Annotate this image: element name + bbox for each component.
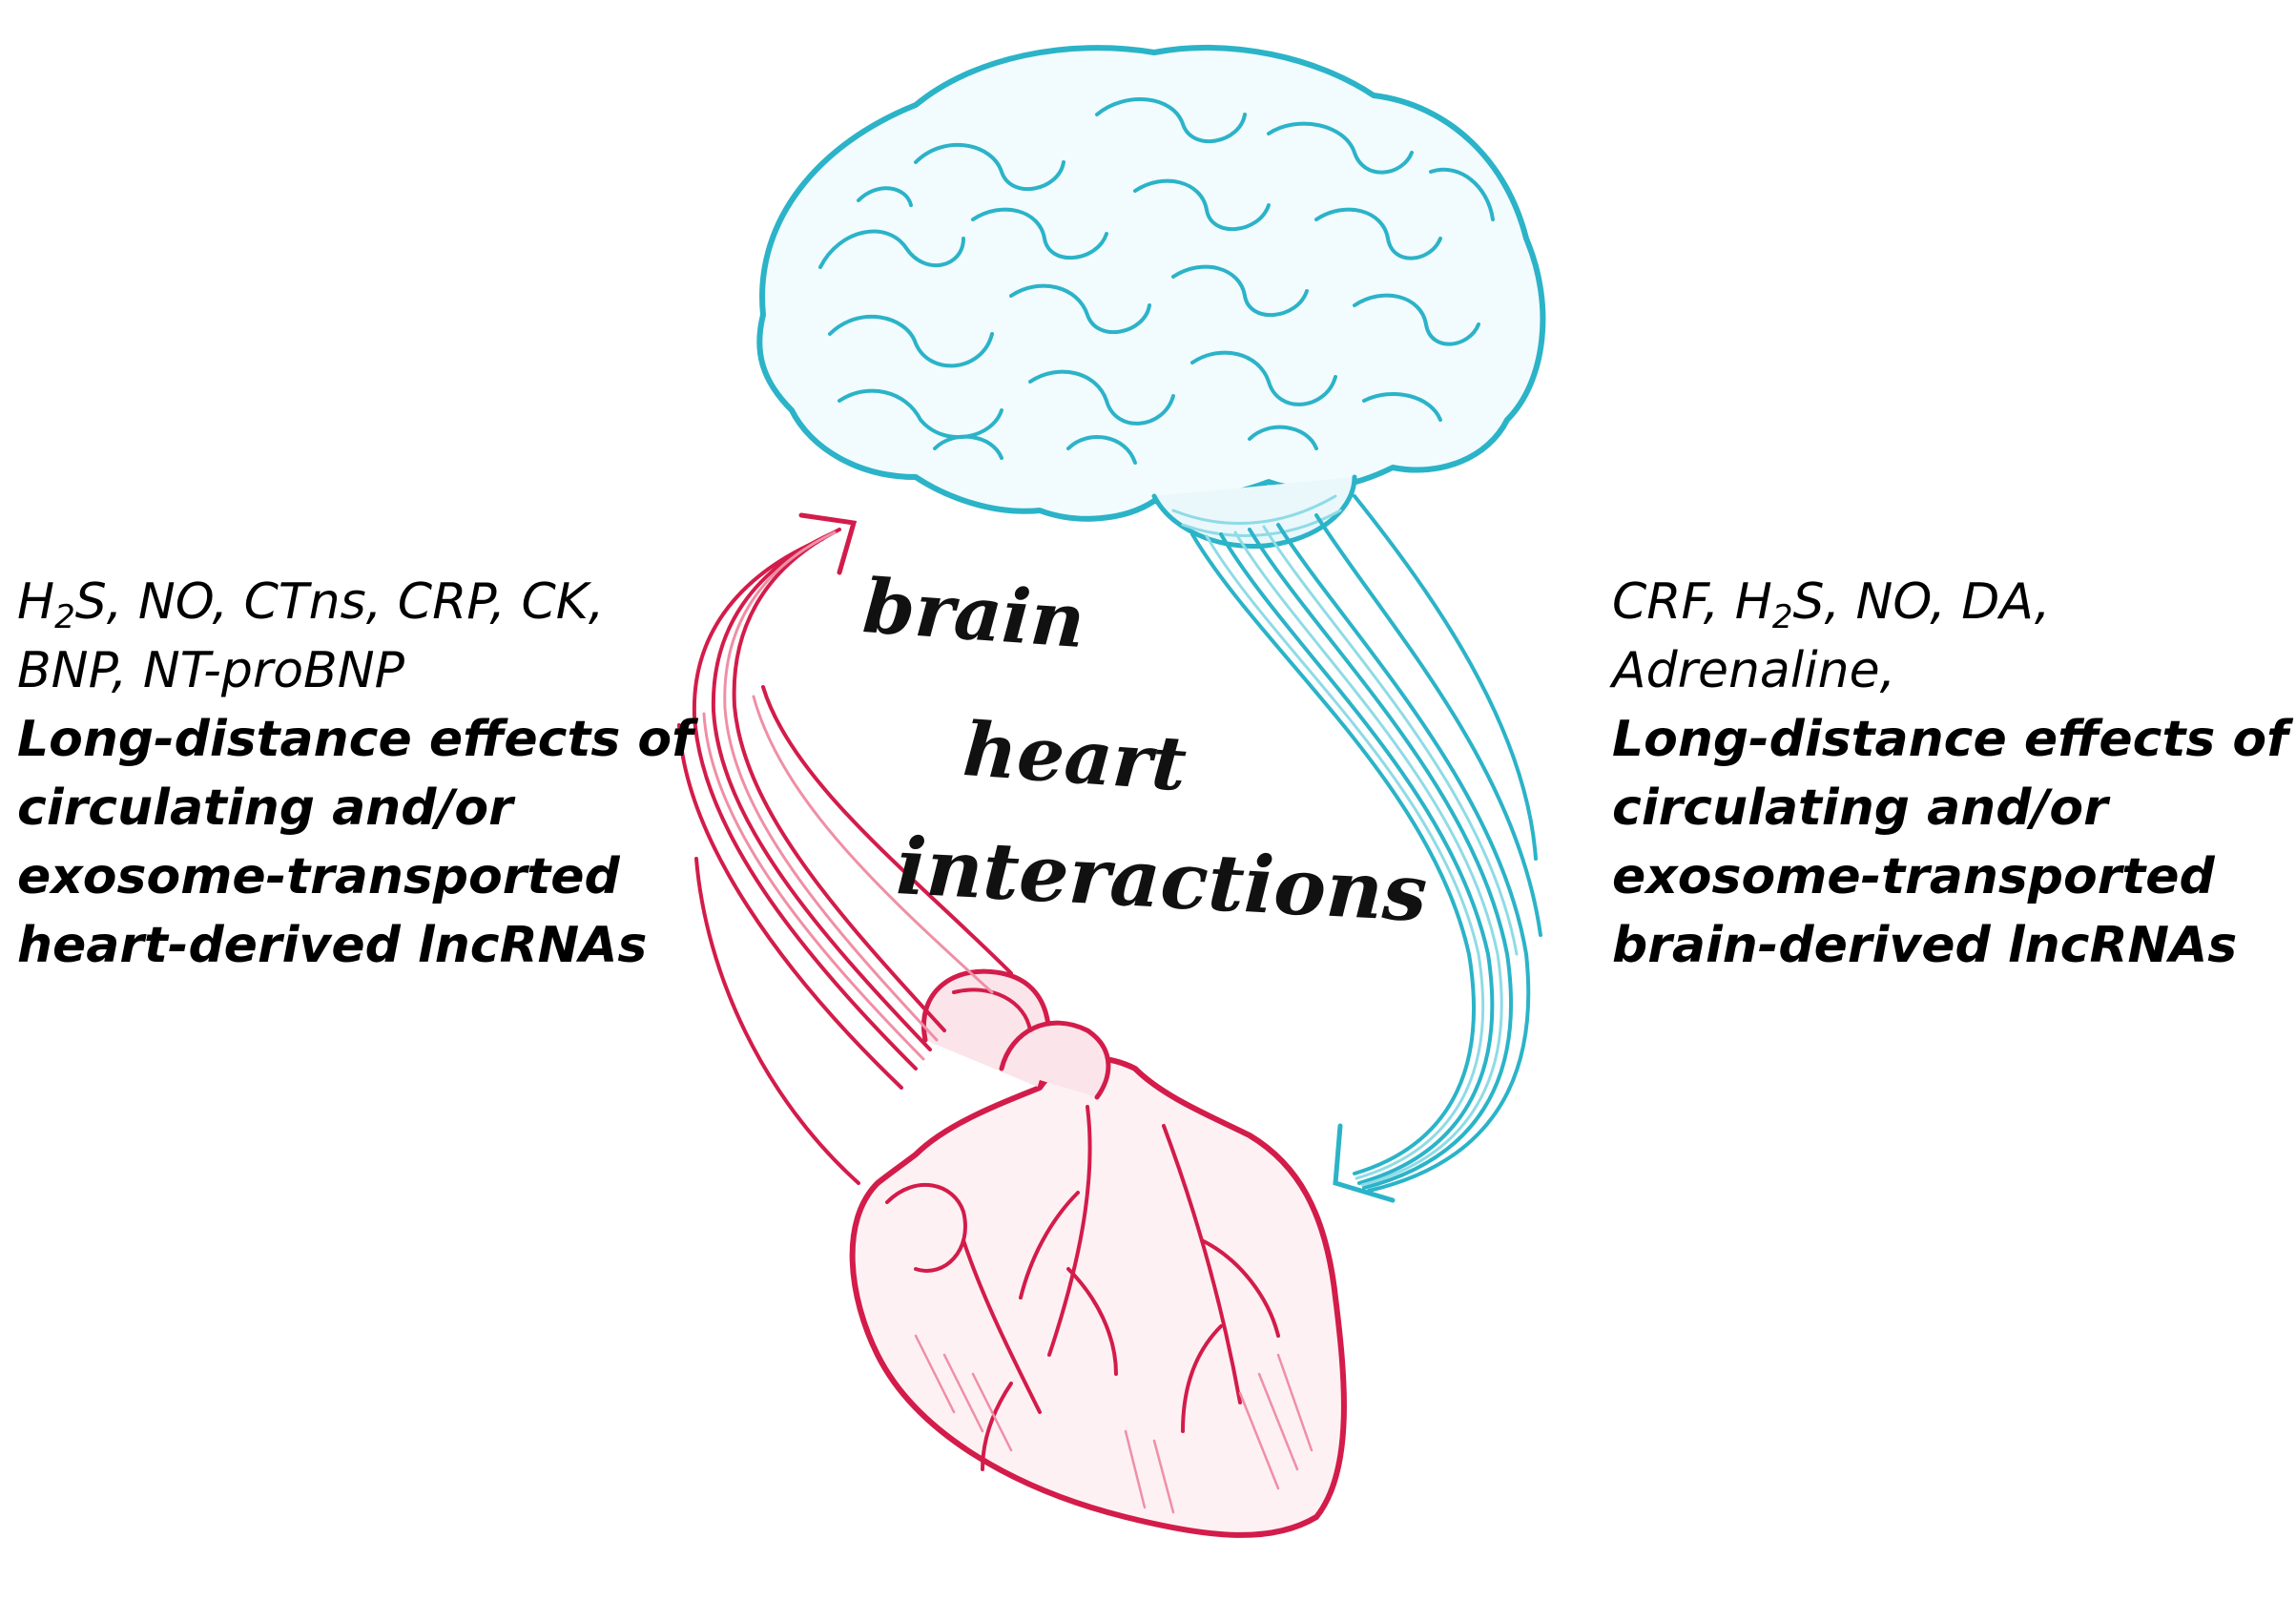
heart-drawing-icon [849,968,1347,1538]
right-effects-line1: Long-distance effects of [1612,711,2288,768]
label-heart: heart [960,706,1189,809]
right-mediators-line1: CRF, H2S, NO, DA, [1612,573,2051,636]
right-effects-line2: circulating and/or [1612,780,2108,837]
label-brain: brain [859,563,1088,666]
left-effects-line3: exosome-transported [17,848,620,905]
brain-drawing-icon [756,45,1546,550]
left-effects-line1: Long-distance effects of [17,711,693,768]
arrow-up-icon [677,512,1013,1185]
left-mediators-line2: BNP, NT-proBNP [17,642,404,699]
left-text-block: H2S, NO, CTns, CRP, CK, BNP, NT-proBNP L… [17,568,693,980]
left-effects-line2: circulating and/or [17,780,513,837]
right-effects-line3: exosome-transported [1612,848,2215,905]
right-text-block: CRF, H2S, NO, DA, Adrenaline, Long-dista… [1612,568,2288,980]
arrow-down-icon [1190,494,1542,1203]
right-effects-line4: brain-derived lncRNAs [1612,917,2238,974]
left-mediators-line1: H2S, NO, CTns, CRP, CK, [17,573,605,636]
right-mediators-line2: Adrenaline, [1612,642,1896,699]
left-effects-line4: heart-derived lncRNAs [17,917,648,974]
